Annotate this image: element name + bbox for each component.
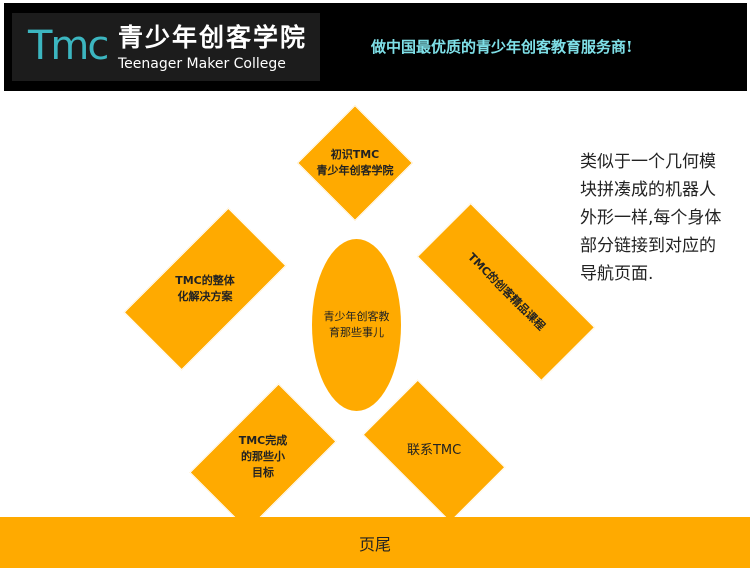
logo-chinese-name: 青少年创客学院 xyxy=(118,23,308,52)
description-text: 类似于一个几何模块拼凑成的机器人外形一样,每个身体部分链接到对应的导航页面. xyxy=(580,152,722,284)
nav-card-solutions-label: TMC的整体 化解决方案 xyxy=(175,274,235,303)
nav-card-contact[interactable]: 联系TMC xyxy=(362,379,506,523)
nav-card-intro-label: 初识TMC 青少年创客学院 xyxy=(316,148,394,177)
logo-english-name: Teenager Maker College xyxy=(118,56,286,72)
footer-label: 页尾 xyxy=(358,534,391,554)
nav-center-label: 青少年创客教育那些事儿 xyxy=(323,310,390,339)
nav-card-solutions[interactable]: TMC的整体 化解决方案 xyxy=(123,207,287,371)
nav-card-goals-label: TMC完成 的那些小 目标 xyxy=(238,434,288,479)
nav-card-contact-label: 联系TMC xyxy=(406,443,462,458)
nav-card-goals[interactable]: TMC完成 的那些小 目标 xyxy=(189,383,337,531)
nav-center-ellipse[interactable]: 青少年创客教育那些事儿 xyxy=(311,238,402,412)
nav-card-courses-label: TMC的创客精品课程 xyxy=(465,250,548,333)
logo[interactable]: Tmc 青少年创客学院 Teenager Maker College xyxy=(12,13,320,81)
footer: 页尾 xyxy=(0,517,750,568)
nav-card-intro[interactable]: 初识TMC 青少年创客学院 xyxy=(297,105,413,221)
slogan: 做中国最优质的青少年创客教育服务商! xyxy=(371,38,633,56)
header-bar: Tmc 青少年创客学院 Teenager Maker College 做中国最优… xyxy=(4,3,747,91)
nav-card-courses[interactable]: TMC的创客精品课程 xyxy=(416,202,596,382)
logo-mark: Tmc xyxy=(28,23,109,69)
